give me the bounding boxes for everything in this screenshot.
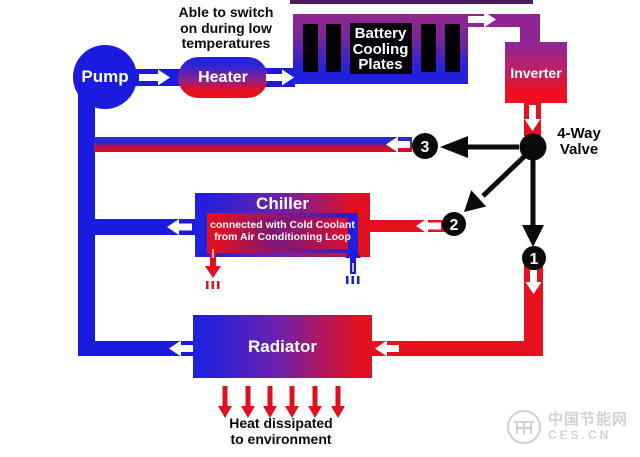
heat-arrow-icon: [218, 386, 232, 418]
heat-arrow-icon: [241, 386, 255, 418]
radiator-node: Radiator: [193, 315, 372, 378]
chiller-outlet-pipe: [94, 219, 195, 235]
watermark-site-name: 中国节能网: [548, 411, 629, 428]
valve-route-arrowheads: [440, 136, 544, 247]
heat-arrow-icon: [331, 386, 345, 418]
chiller-refrigerant-core: [217, 218, 348, 249]
heater-switch-note: Able to switch on during low temperature…: [178, 4, 274, 51]
route-arrowhead-port3-icon: [440, 136, 468, 158]
heat-dissipation-note: Heat dissipated to environment: [229, 415, 333, 447]
pump-outlet-pipe: [133, 69, 180, 86]
valve-route-lines: [467, 144, 536, 227]
four-way-valve-label: 4-Way Valve: [557, 125, 601, 158]
chiller-node: Chiller connected with Cold Coolant from…: [195, 193, 370, 257]
valve-port3-number: 3: [421, 139, 430, 156]
battery-cooling-plates-node: Battery Cooling Plates: [293, 14, 468, 84]
pump-node: Pump: [73, 45, 137, 109]
heat-dissipation-arrows: [218, 386, 345, 418]
heater-node: Heater: [178, 57, 268, 98]
pump-label: Pump: [81, 67, 129, 86]
heat-arrow-icon: [285, 386, 299, 418]
battery-plate-bar: [303, 24, 318, 72]
battery-to-inverter-pipe-vertical: [520, 24, 540, 44]
valve-port3-node: [412, 133, 438, 159]
valve-route-line-port2: [481, 150, 531, 198]
radiator-inlet-pipe: [372, 341, 543, 356]
chiller-note: connected with Cold Coolant from Air Con…: [210, 219, 355, 243]
heater-label: Heater: [198, 68, 248, 86]
chiller-inlet-pipe-port2: [370, 220, 446, 232]
radiator-outlet-pipe: [79, 341, 195, 356]
heater-to-battery-pipe: [264, 68, 295, 87]
battery-plate-bar: [326, 24, 341, 72]
top-return-pipe: [290, 0, 533, 4]
route-arrowhead-port1-icon: [522, 225, 544, 247]
route-arrowhead-port2-icon: [464, 190, 487, 212]
inverter-node: Inverter: [505, 42, 567, 103]
ac-loop-out-arrow-icon: [205, 266, 221, 278]
four-way-valve-node: [519, 133, 547, 161]
valve-port2-number: 2: [450, 217, 459, 234]
inverter-to-valve-pipe: [524, 100, 541, 136]
battery-plate-bar: [350, 23, 412, 74]
heat-arrow-icon: [308, 386, 322, 418]
battery-cooling-plates-label: Battery Cooling Plates: [352, 25, 409, 73]
radiator-label: Radiator: [248, 336, 317, 356]
heat-arrow-icon: [263, 386, 277, 418]
chiller-label: Chiller: [256, 194, 309, 213]
bypass-pipe-port3: [94, 137, 412, 152]
watermark-text: 中国节能网 CES.CN: [548, 411, 629, 443]
battery-plate-bar: [445, 24, 460, 72]
watermark: 中国节能网 CES.CN: [505, 408, 628, 446]
battery-plate-bar: [421, 24, 436, 72]
left-riser-pipe: [78, 92, 95, 356]
watermark-domain: CES.CN: [548, 428, 612, 442]
watermark-logo-icon: [506, 409, 542, 445]
inverter-label: Inverter: [510, 64, 562, 81]
